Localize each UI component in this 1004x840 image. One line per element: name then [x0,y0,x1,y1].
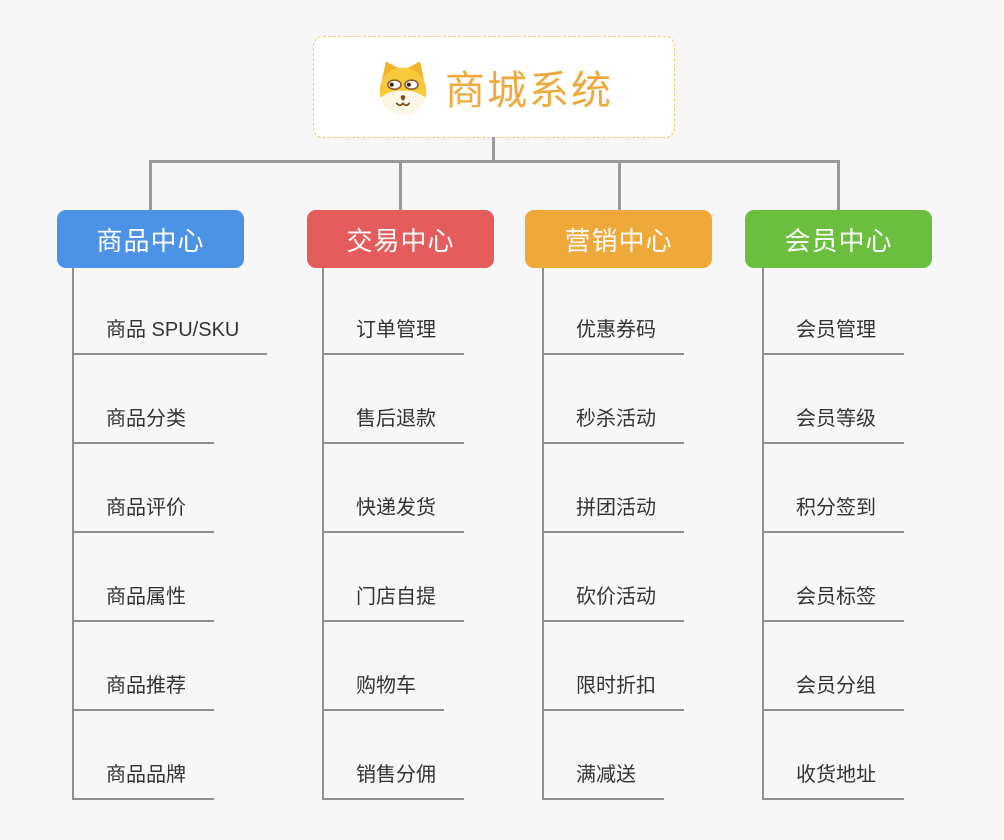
leaf-node[interactable]: 商品品牌 [72,760,214,800]
leaf-node[interactable]: 商品分类 [72,404,214,444]
leaf-node[interactable]: 订单管理 [322,315,464,355]
connector-drop-product [149,160,152,210]
leaf-node[interactable]: 会员等级 [762,404,904,444]
branch-node-marketing-center[interactable]: 营销中心 [525,210,712,268]
branch-node-member-center[interactable]: 会员中心 [745,210,932,268]
leaf-node[interactable]: 购物车 [322,671,444,711]
root-node-mall-system[interactable]: 商城系统 [313,36,675,138]
connector-drop-marketing [618,160,621,210]
leaf-node[interactable]: 满减送 [542,760,664,800]
leaf-node[interactable]: 销售分佣 [322,760,464,800]
connector-drop-member [837,160,840,210]
leaf-node[interactable]: 优惠券码 [542,315,684,355]
leaf-node[interactable]: 售后退款 [322,404,464,444]
leaf-node[interactable]: 商品推荐 [72,671,214,711]
leaf-node[interactable]: 商品属性 [72,582,214,622]
leaf-node[interactable]: 会员分组 [762,671,904,711]
leaf-node[interactable]: 收货地址 [762,760,904,800]
root-node-title: 商城系统 [445,69,613,113]
leaf-node[interactable]: 砍价活动 [542,582,684,622]
leaf-node[interactable]: 秒杀活动 [542,404,684,444]
dog-face-icon [379,61,427,115]
branch-node-product-center[interactable]: 商品中心 [57,210,244,268]
leaf-node[interactable]: 商品评价 [72,493,214,533]
trunk-line-product [72,268,74,800]
leaf-node[interactable]: 商品 SPU/SKU [72,315,268,355]
trunk-line-marketing [542,268,544,800]
trunk-line-member [762,268,764,800]
connector-horizontal-bar [149,160,840,163]
trunk-line-trade [322,268,324,800]
leaf-node[interactable]: 快递发货 [322,493,464,533]
leaf-node[interactable]: 积分签到 [762,493,904,533]
leaf-node[interactable]: 拼团活动 [542,493,684,533]
leaf-node[interactable]: 门店自提 [322,582,464,622]
leaf-node[interactable]: 限时折扣 [542,671,684,711]
leaf-node[interactable]: 会员管理 [762,315,904,355]
branch-node-trade-center[interactable]: 交易中心 [307,210,494,268]
connector-root-stub [492,137,495,163]
connector-drop-trade [399,160,402,210]
leaf-node[interactable]: 会员标签 [762,582,904,622]
